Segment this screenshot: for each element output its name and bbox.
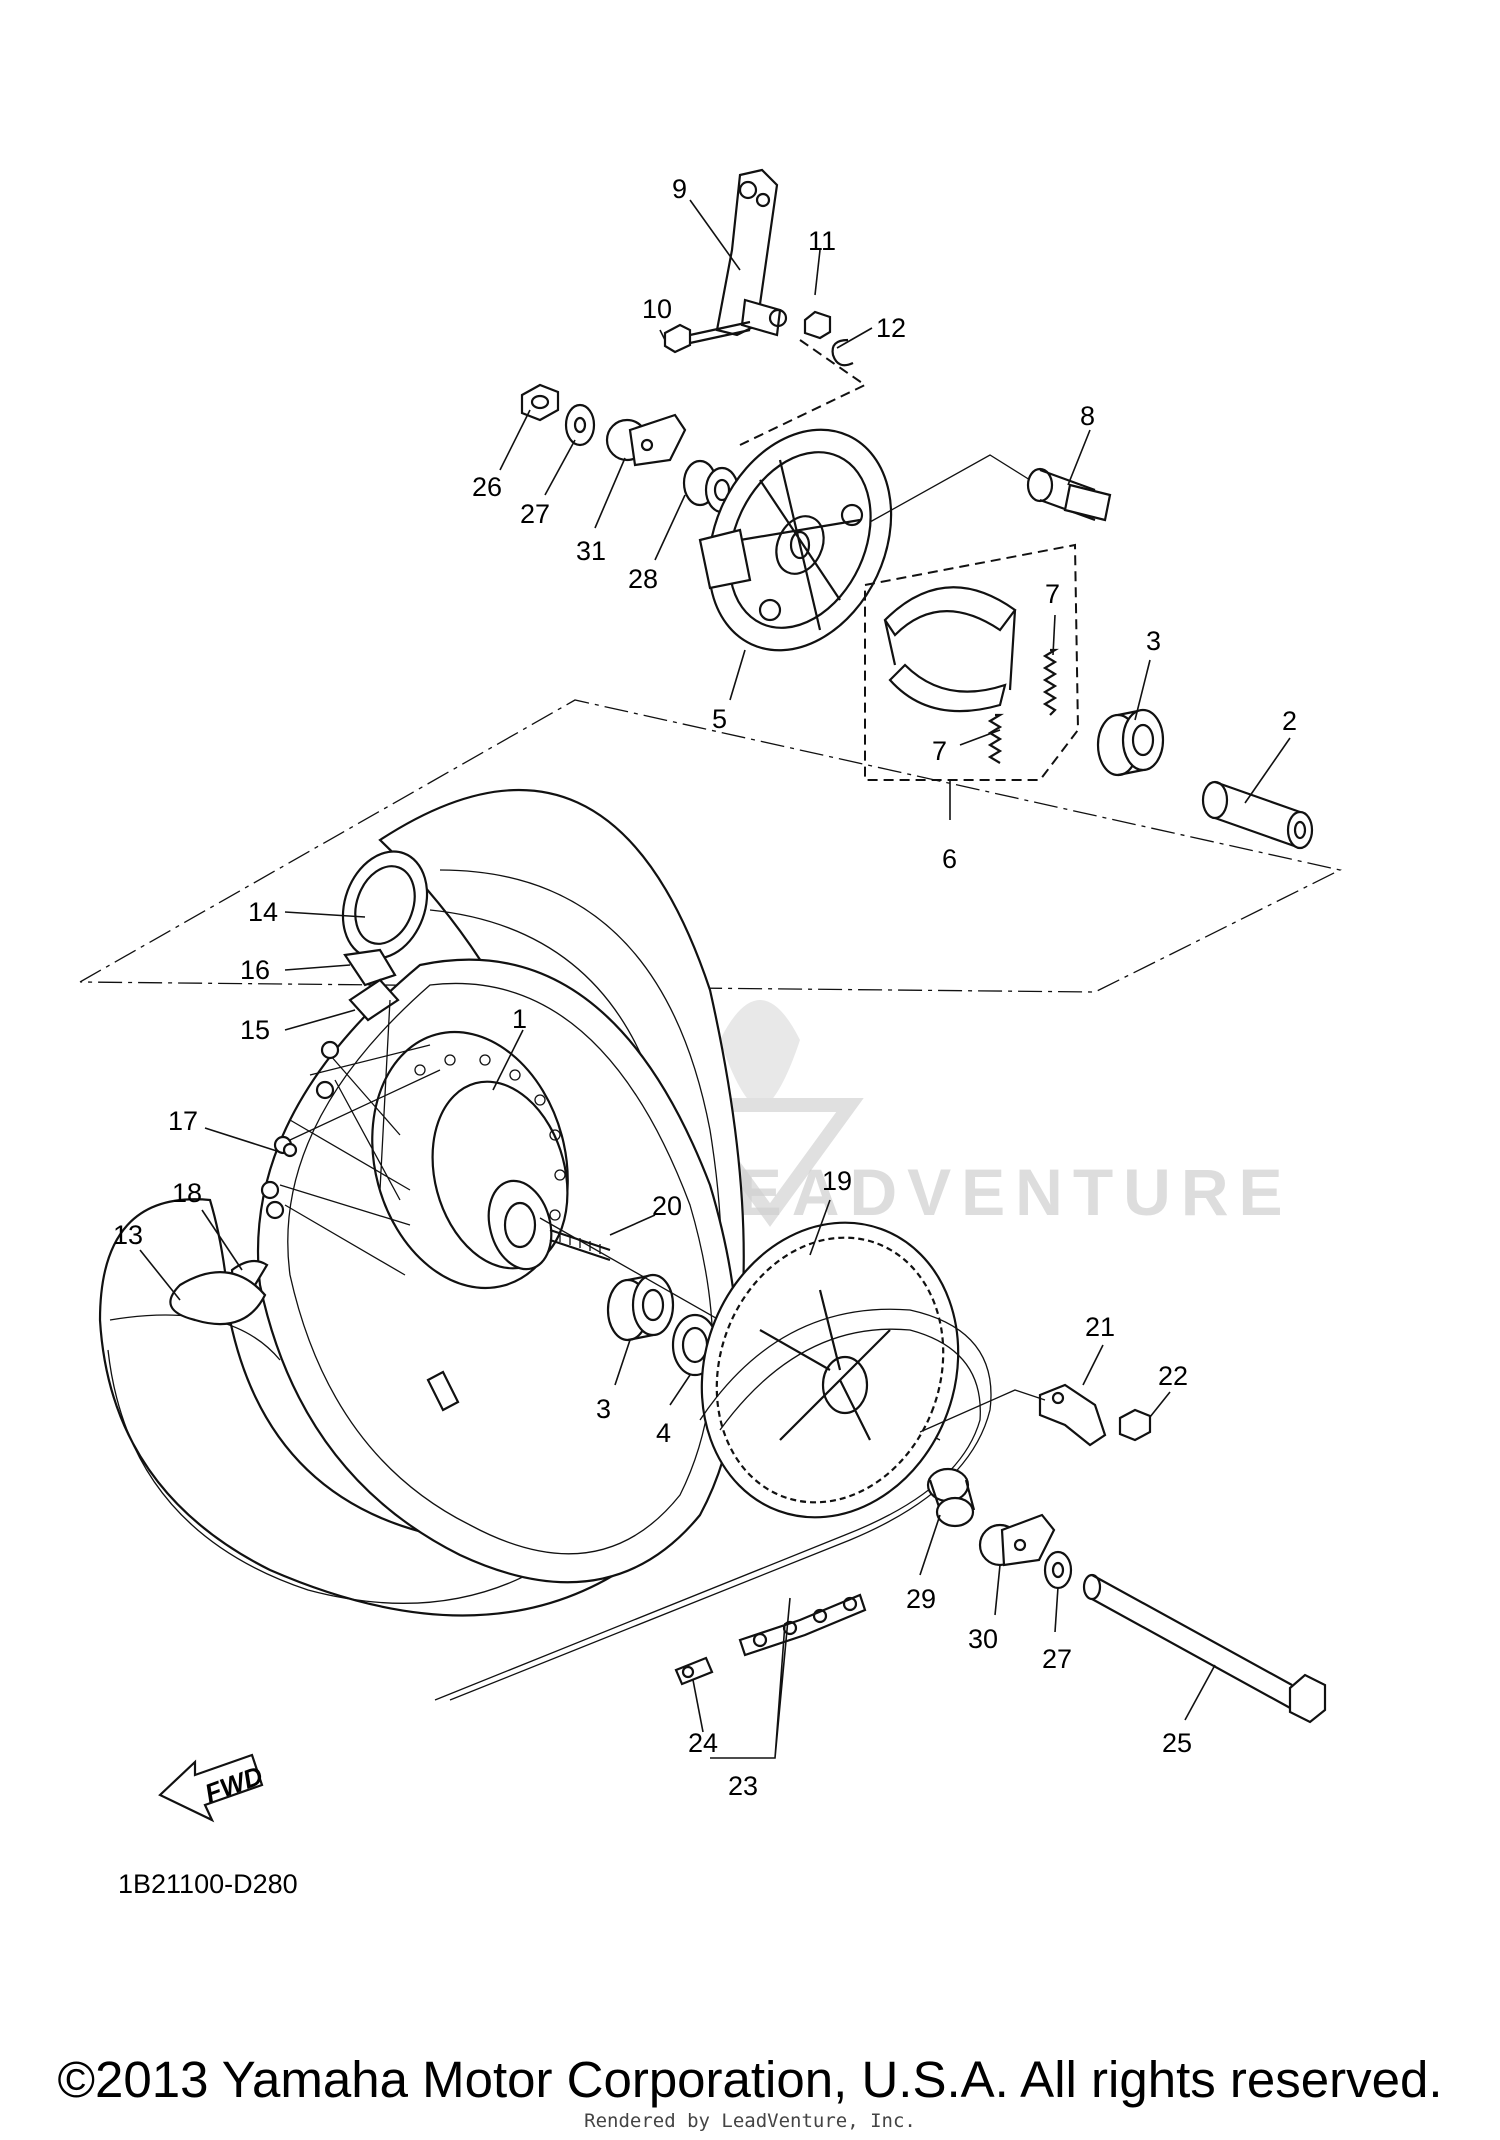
callout-11: 11 [808,226,836,256]
drawing-code: 1B21100-D280 [118,1869,298,1899]
guide-line-9 [739,339,867,446]
callout-4: 4 [656,1418,671,1448]
nut-11 [803,310,832,340]
nut-22 [1118,1408,1152,1442]
chain-puller-21 [1038,1383,1107,1447]
callout-5: 5 [712,704,727,734]
watermark-text: LEADVENTURE [687,1155,1292,1229]
callout-16: 16 [240,955,270,985]
guide-line-21 [919,1389,1046,1433]
bearing-3-upper [1096,708,1165,777]
callout-8: 8 [1080,401,1095,431]
axle-25 [1082,1573,1327,1724]
callout-30: 30 [968,1624,998,1654]
callout-27-upper: 27 [520,499,550,529]
callout-3-upper: 3 [1146,626,1161,656]
spokes-17 [260,999,441,1276]
clip-12 [831,338,854,367]
fwd-label: FWD [201,1760,267,1809]
washer-27-lower [1043,1550,1073,1590]
rendered-by-credit: Rendered by LeadVenture, Inc. [584,2110,916,2132]
master-link-23 [738,1593,867,1657]
callout-2: 2 [1282,706,1297,736]
valve-stem [426,1370,460,1412]
watermark: LEADVENTURE [676,1000,1292,1229]
nut-26 [520,383,560,422]
brake-shoe-plate-5 [698,428,893,652]
callout-3-lower: 3 [596,1394,611,1424]
fwd-arrow-icon: FWD [158,1753,267,1823]
callout-21: 21 [1085,1312,1115,1342]
callout-24: 24 [688,1728,718,1758]
leader-lines [139,199,1291,1759]
callout-20: 20 [652,1191,682,1221]
guide-line-8 [869,454,1031,523]
callout-9: 9 [672,174,687,204]
adjuster-30 [978,1513,1056,1567]
brake-shoe-6 [883,586,1017,713]
callout-17: 17 [168,1106,198,1136]
callout-22: 22 [1158,1361,1188,1391]
callout-labels: 9 11 10 12 8 26 27 31 28 5 7 7 3 2 6 14 … [113,174,1297,1801]
callout-6: 6 [942,844,957,874]
bolt-10 [663,320,751,354]
sprocket-19 [700,1221,960,1519]
collar-29 [926,1467,976,1528]
callout-18: 18 [172,1178,202,1208]
callout-12: 12 [876,313,906,343]
callout-28: 28 [628,564,658,594]
spring-7-upper [1042,648,1059,716]
rim-band-16 [343,948,397,987]
valve-15 [348,978,400,1022]
callout-10: 10 [642,294,672,324]
callout-23: 23 [728,1771,758,1801]
callout-27-lower: 27 [1042,1644,1072,1674]
hub-1 [371,1030,569,1290]
callout-1: 1 [512,1004,527,1034]
brake-camshaft-8 [1026,467,1112,522]
washer-27-upper [564,403,596,447]
reference-frame [79,699,1342,993]
stud-bolt-20 [549,1228,611,1262]
adjuster-31 [605,413,687,467]
callout-14: 14 [248,897,278,927]
copyright-notice: ©2013 Yamaha Motor Corporation, U.S.A. A… [57,2051,1442,2108]
callout-26: 26 [472,472,502,502]
callout-15: 15 [240,1015,270,1045]
callout-13: 13 [113,1220,143,1250]
chain-joint-24 [674,1656,714,1686]
callout-19: 19 [822,1166,852,1196]
bearing-3-lower [606,1273,675,1342]
callout-31: 31 [576,536,606,566]
callout-29: 29 [906,1584,936,1614]
spring-7-lower [987,713,1004,764]
callout-7-lower: 7 [932,736,947,766]
spacer-2 [1201,780,1314,850]
brake-shoe-set-box [864,543,1080,781]
callout-7-upper: 7 [1045,579,1060,609]
callout-25: 25 [1162,1728,1192,1758]
